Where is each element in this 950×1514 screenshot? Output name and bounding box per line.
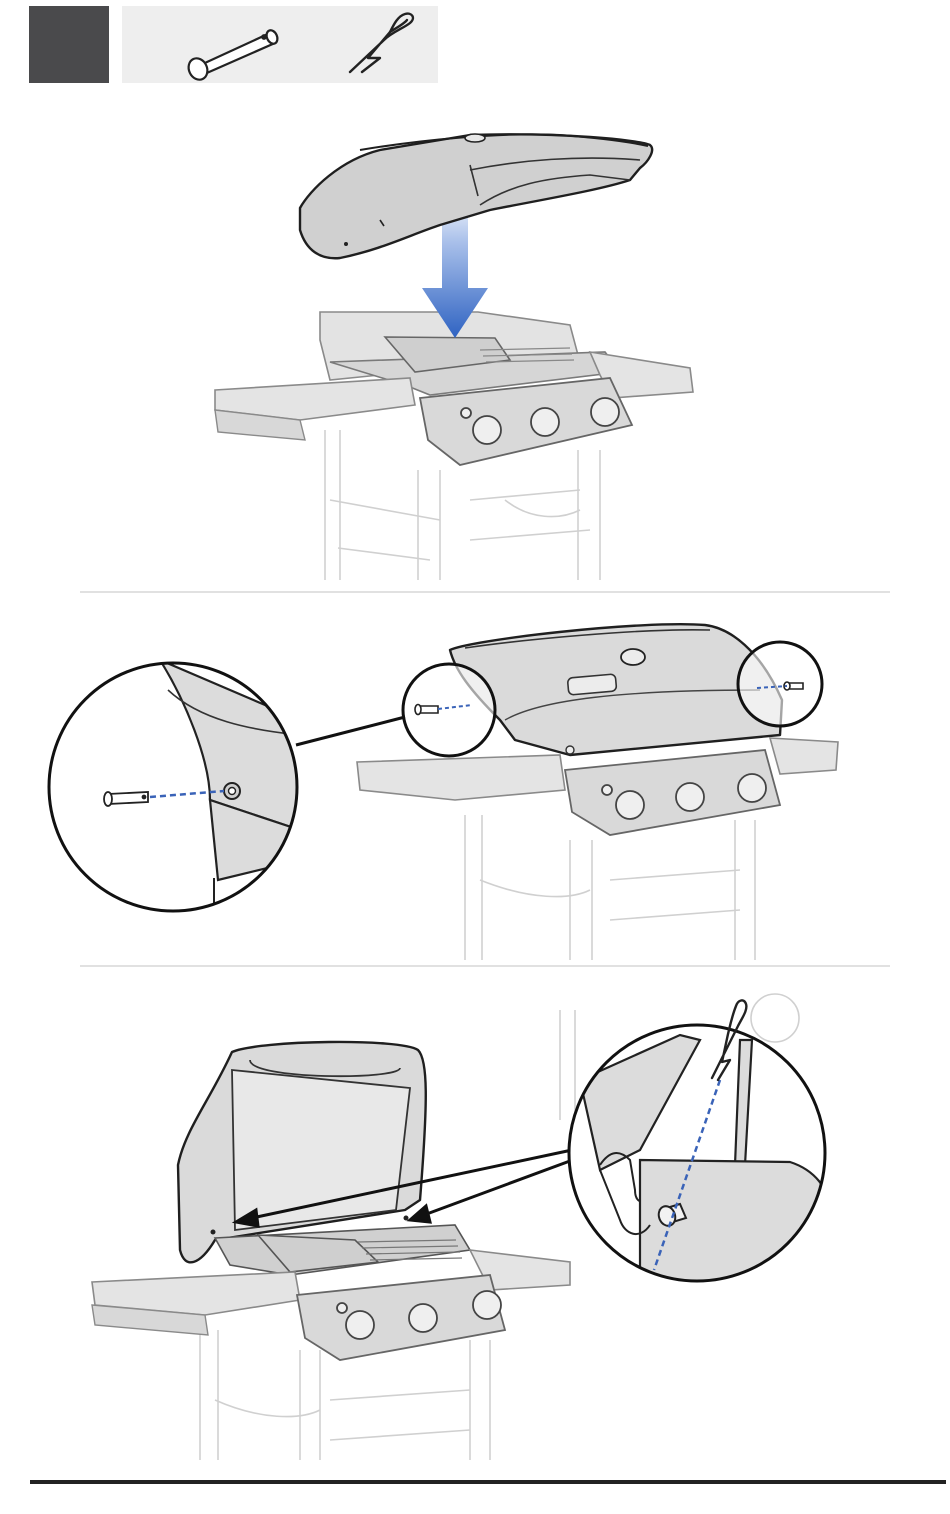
magnified-clip-detail <box>569 1000 830 1300</box>
magnified-hinge-detail <box>49 660 300 920</box>
panel-hinge-pin-insert <box>49 624 838 960</box>
panel-lid-placement <box>215 134 693 580</box>
detail-callout-right <box>738 642 822 726</box>
footer-rule <box>30 1480 946 1484</box>
closed-grill-icon <box>450 624 782 755</box>
ghost-cart-frame <box>465 815 755 960</box>
panel-clip-insert <box>92 994 830 1460</box>
lid-icon <box>300 134 652 258</box>
